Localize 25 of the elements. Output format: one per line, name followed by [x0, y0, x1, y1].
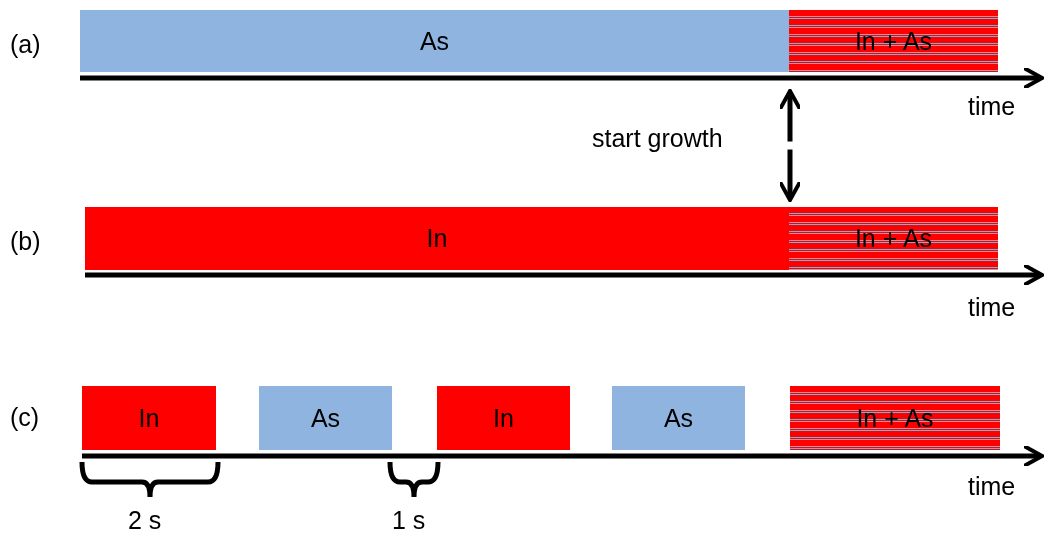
in-as-bar: [789, 207, 998, 270]
bar-label: In: [493, 403, 514, 433]
row-label: (c): [10, 405, 40, 430]
duration-label: 1 s: [392, 508, 426, 533]
annotation: start growth: [592, 126, 723, 151]
bar-label: As: [310, 403, 341, 433]
row-label: (b): [10, 229, 41, 254]
duration-label: 2 s: [128, 508, 162, 533]
axis-label: time: [968, 94, 1016, 119]
bar-label: As: [663, 403, 694, 433]
as-bar: [80, 10, 789, 72]
bar-label: In: [426, 224, 448, 253]
in-bar: [82, 386, 216, 450]
in-bar: [85, 207, 789, 270]
axis-label: time: [968, 295, 1016, 320]
bar-label: As: [419, 26, 450, 56]
in-as-bar: [789, 10, 998, 72]
as-bar: [259, 386, 392, 450]
in-as-bar: [790, 386, 1000, 450]
row-label: (a): [10, 32, 41, 57]
axis-label: time: [968, 474, 1016, 499]
in-bar: [437, 386, 570, 450]
double-arrow: [778, 89, 802, 202]
as-bar: [612, 386, 745, 450]
bar-label: In: [138, 403, 160, 433]
